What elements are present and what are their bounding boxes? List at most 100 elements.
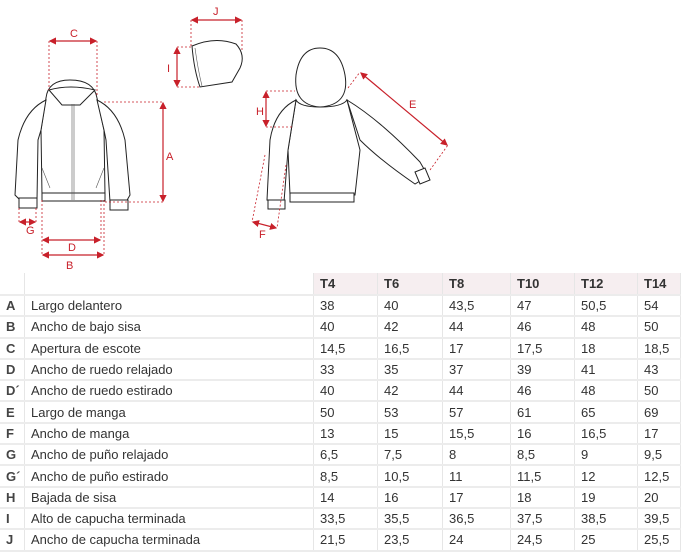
size-header: T4 (313, 273, 378, 296)
measure-value: 39 (510, 358, 575, 382)
measure-value: 35 (377, 358, 443, 382)
measure-value: 19 (574, 486, 638, 509)
size-header: T12 (574, 273, 638, 296)
measure-value: 50 (313, 401, 378, 424)
measure-value: 7,5 (377, 444, 443, 467)
measure-value: 48 (574, 316, 638, 339)
measure-value: 9 (574, 444, 638, 467)
measure-letter: C (0, 337, 25, 360)
measure-value: 65 (574, 401, 638, 424)
measure-value: 42 (377, 380, 443, 403)
measure-value: 40 (313, 380, 378, 403)
measure-value: 53 (377, 401, 443, 424)
measure-value: 17 (637, 422, 681, 446)
measure-value: 18,5 (637, 337, 681, 360)
measure-value: 25,5 (637, 529, 681, 552)
measure-value: 16 (377, 486, 443, 509)
dimension-lines (18, 16, 449, 259)
measure-value: 12 (574, 465, 638, 488)
measure-value: 57 (442, 401, 511, 424)
measure-value: 35,5 (377, 507, 443, 531)
measure-value: 16 (510, 422, 575, 446)
size-header: T6 (377, 273, 443, 296)
measure-value: 48 (574, 380, 638, 403)
size-header: T10 (510, 273, 575, 296)
table-header-row: T4 T6 T8 T10 T12 T14 (0, 273, 681, 296)
measure-value: 15,5 (442, 422, 511, 446)
measure-value: 11 (442, 465, 511, 488)
measure-label: Ancho de ruedo relajado (24, 358, 314, 382)
measure-value: 24 (442, 529, 511, 552)
measure-value: 24,5 (510, 529, 575, 552)
measure-value: 38 (313, 295, 378, 318)
dimension-labels: C A D B G J I H E F (26, 6, 416, 270)
label-i: I (167, 63, 170, 75)
measure-value: 16,5 (377, 337, 443, 360)
measure-letter: B (0, 316, 25, 339)
measure-value: 43 (637, 358, 681, 382)
label-f: F (259, 229, 266, 241)
measure-value: 17,5 (510, 337, 575, 360)
measure-value: 8,5 (510, 444, 575, 467)
measure-value: 50 (637, 316, 681, 339)
measure-value: 38,5 (574, 507, 638, 531)
measure-label: Alto de capucha terminada (24, 507, 314, 531)
measure-letter: G (0, 444, 25, 467)
measure-value: 40 (377, 295, 443, 318)
measure-value: 44 (442, 380, 511, 403)
measure-value: 6,5 (313, 444, 378, 467)
front-jacket-illustration (14, 79, 131, 211)
garment-technical-drawing: C A D B G J I H E F (14, 6, 449, 270)
measure-value: 33 (313, 358, 378, 382)
label-h: H (256, 106, 264, 118)
measure-letter: D (0, 358, 25, 382)
measure-label: Apertura de escote (24, 337, 314, 360)
measure-value: 13 (313, 422, 378, 446)
measure-value: 25 (574, 529, 638, 552)
measure-value: 10,5 (377, 465, 443, 488)
measure-value: 16,5 (574, 422, 638, 446)
measure-value: 8,5 (313, 465, 378, 488)
measure-value: 43,5 (442, 295, 511, 318)
measure-value: 40 (313, 316, 378, 339)
measure-value: 17 (442, 337, 511, 360)
measure-letter: H (0, 486, 25, 509)
measure-label: Ancho de bajo sisa (24, 316, 314, 339)
measure-letter: G´ (0, 465, 25, 488)
measure-letter: A (0, 295, 25, 318)
measure-value: 11,5 (510, 465, 575, 488)
measure-value: 50 (637, 380, 681, 403)
measure-value: 46 (510, 316, 575, 339)
label-e: E (409, 99, 416, 111)
label-j: J (213, 6, 219, 18)
measure-label: Ancho de ruedo estirado (24, 380, 314, 403)
measure-value: 12,5 (637, 465, 681, 488)
measure-value: 50,5 (574, 295, 638, 318)
measure-value: 33,5 (313, 507, 378, 531)
measure-value: 15 (377, 422, 443, 446)
measure-value: 54 (637, 295, 681, 318)
measure-value: 17 (442, 486, 511, 509)
measure-value: 23,5 (377, 529, 443, 552)
measure-value: 39,5 (637, 507, 681, 531)
measure-letter: D´ (0, 380, 25, 403)
measure-label: Largo delantero (24, 295, 314, 318)
size-header: T14 (637, 273, 681, 296)
measure-value: 20 (637, 486, 681, 509)
measure-label: Ancho de puño estirado (24, 465, 314, 488)
label-d: D (68, 242, 76, 254)
measure-value: 18 (510, 486, 575, 509)
label-b: B (66, 260, 73, 270)
measure-value: 37 (442, 358, 511, 382)
measure-value: 21,5 (313, 529, 378, 552)
measure-letter: F (0, 422, 25, 446)
